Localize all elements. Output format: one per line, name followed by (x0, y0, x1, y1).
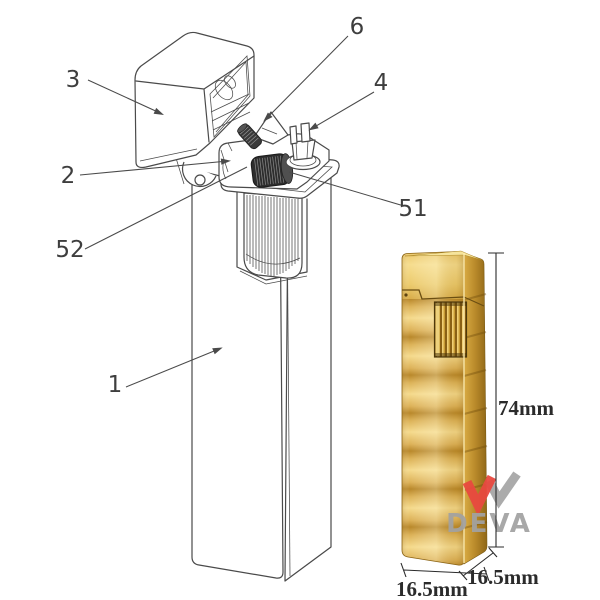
flint-part (237, 111, 289, 150)
part-label-2: 2 (61, 163, 76, 189)
arrowhead (308, 122, 319, 131)
arrowhead (153, 107, 164, 115)
height-dim-line (488, 252, 504, 548)
deva-logo: DEVA (446, 471, 532, 539)
thumbwheel-panel (433, 301, 468, 358)
part-label-6: 6 (350, 14, 365, 40)
arrowhead (220, 158, 231, 165)
hinge-pin (404, 293, 408, 297)
part-labels: 3 2 52 1 6 4 51 (55, 14, 427, 398)
height-dim-text: 74mm (498, 396, 554, 420)
flint-wheel (250, 153, 294, 188)
deva-brand-text: DEVA (446, 509, 532, 539)
part-label-4: 4 (374, 70, 389, 96)
arrowhead (212, 347, 223, 355)
gold-lighter-render (401, 250, 488, 566)
part-label-3: 3 (66, 67, 81, 93)
fuel-tank-cylinder (243, 191, 303, 279)
flip-lid (134, 31, 255, 169)
burner-valve (285, 122, 321, 171)
part-label-52: 52 (55, 237, 84, 263)
depth-dim-line (458, 547, 498, 581)
arrowhead (263, 112, 273, 122)
deva-check-icon-red (462, 474, 497, 516)
part-label-51: 51 (398, 196, 427, 222)
width-dim-line (400, 562, 490, 582)
part-label-1: 1 (108, 372, 123, 398)
patent-drawing: 3 2 52 1 6 4 51 (55, 14, 428, 582)
fuel-tank-housing (236, 179, 308, 285)
dimension-annotations: 74mm 16.5mm 16.5mm (396, 252, 554, 600)
lid-seam (402, 289, 465, 300)
lighter-top-face (404, 250, 483, 261)
depth-dim-text: 16.5mm (467, 565, 539, 589)
deva-check-icon-gray (485, 471, 521, 509)
leader-lines (79, 35, 405, 388)
width-dim-text: 16.5mm (396, 577, 468, 600)
